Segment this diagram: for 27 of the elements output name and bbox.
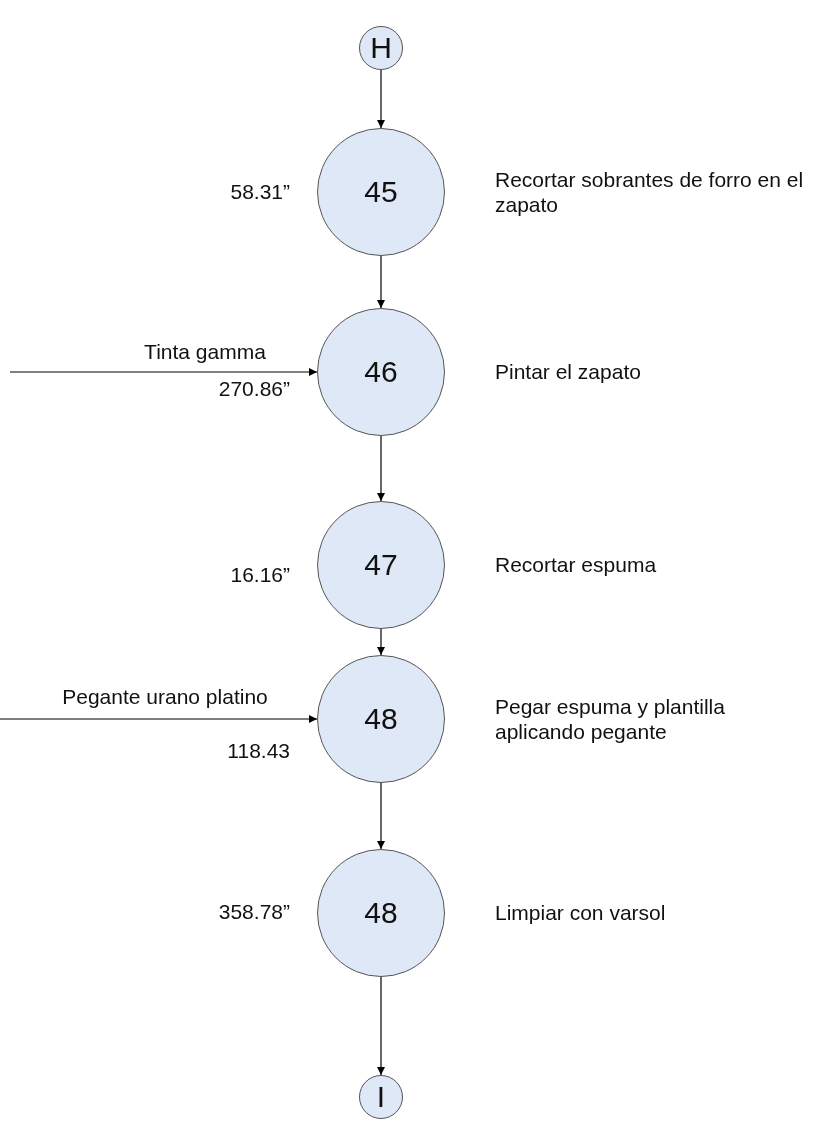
arrow — [0, 715, 318, 723]
node-label: 45 — [364, 175, 398, 209]
node-label: H — [370, 31, 392, 65]
arrow — [377, 255, 385, 309]
step-description: Pegar espuma y plantilla aplicando pegante — [495, 693, 726, 745]
step-description: Pintar el zapato — [495, 359, 642, 385]
arrow — [377, 69, 385, 129]
node-label: 48 — [364, 702, 398, 736]
step-description: Recortar espuma — [495, 552, 658, 578]
arrow — [377, 976, 385, 1076]
duration-label: 16.16” — [230, 562, 290, 588]
duration-label: 118.43 — [227, 738, 290, 764]
duration-label: 270.86” — [218, 376, 290, 402]
node-label: 46 — [364, 355, 398, 389]
step-description: Limpiar con varsol — [495, 900, 667, 926]
duration-label: 58.31” — [230, 179, 290, 205]
arrow — [377, 628, 385, 656]
duration-label: 358.78” — [218, 899, 290, 925]
node-label: I — [376, 1080, 386, 1114]
node-label: 47 — [364, 548, 398, 582]
process-circle — [359, 1075, 403, 1119]
arrow — [377, 782, 385, 850]
node-label: 48 — [364, 896, 398, 930]
process-circle — [359, 26, 403, 70]
arrow — [377, 435, 385, 502]
arrow — [9, 368, 318, 376]
step-description: Recortar sobrantes de forro en el zapato — [495, 166, 805, 218]
